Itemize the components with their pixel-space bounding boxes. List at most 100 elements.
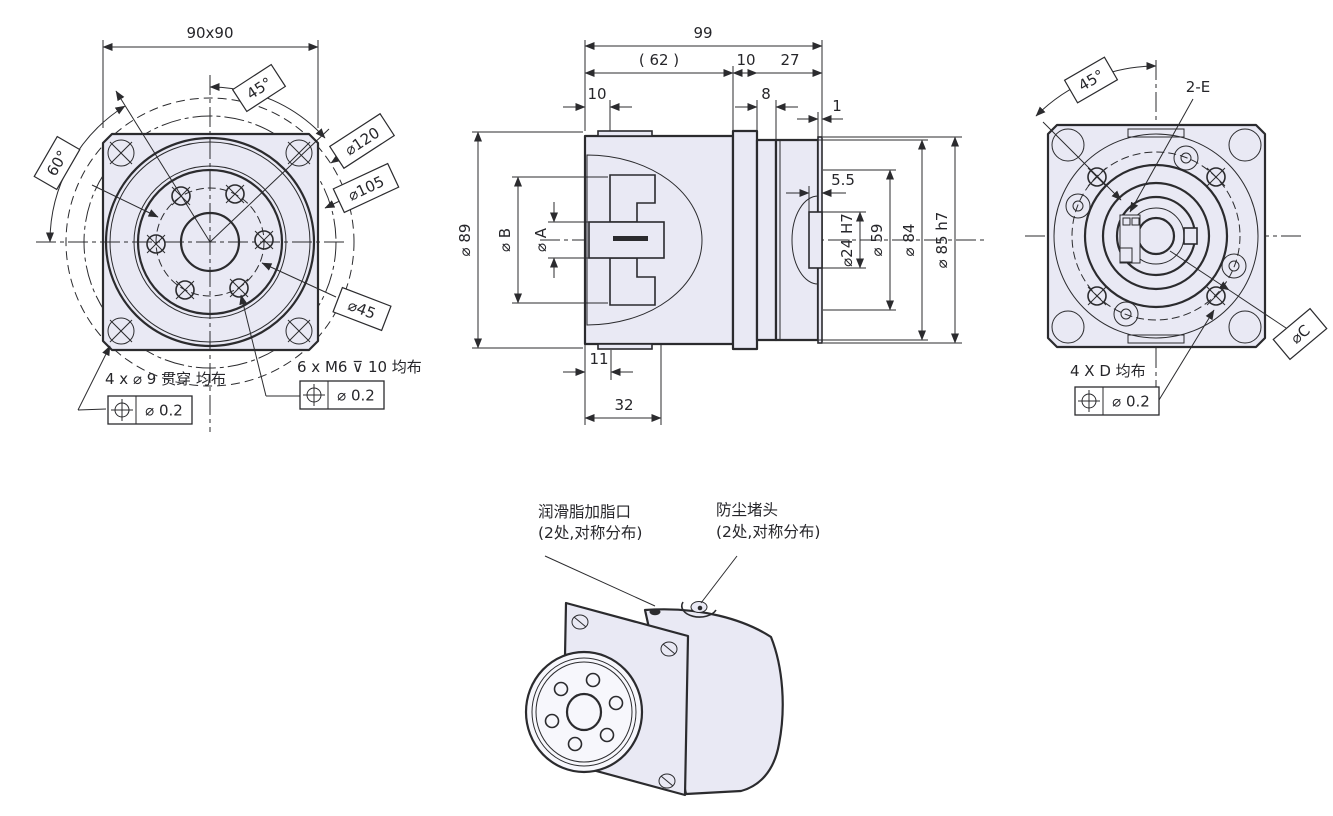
fcf-d-holes: ⌀ 0.2 [1074,386,1160,416]
label-2e: 2-E [1186,78,1210,96]
position-tolerance-icon [303,384,325,406]
section-hatch-rear [791,195,819,285]
fcf-through-holes: ⌀ 0.2 [107,395,193,425]
key-slot [613,236,648,241]
dim-d24: ⌀24 H7 [838,213,856,267]
iso-disc-ring2 [535,661,633,763]
position-tolerance-icon [111,399,133,421]
fcf-tapped-value: ⌀ 0.2 [337,387,375,405]
rear-flange-square [1046,123,1267,349]
tapped-holes-callout: 6 x M6 ⊽ 10 均布 ⌀ 0.2 [239,294,422,410]
dim-5-5-text: 5.5 [831,171,855,189]
top-slot-tab [1127,128,1185,138]
dim-10-flange: 10 [736,51,755,69]
dim-dA: ⌀ A [532,227,550,252]
fcf-tapped-holes: ⌀ 0.2 [299,380,385,410]
tapped-hole [146,234,166,254]
through-holes-callout: 4 x ⌀ 9 贯穿 均布 ⌀ 0.2 [77,345,226,425]
plug-callout: 防尘堵头 (2处,对称分布) [700,501,820,604]
fcf-through-value: ⌀ 0.2 [145,402,183,420]
dims-left: ⌀ 89 ⌀ B ⌀ A [456,131,608,349]
callout-2e: 2-E [1129,78,1210,213]
tapped-hole [229,278,249,298]
d-holes-callout: 4 X D 均布 ⌀ 0.2 [1070,309,1215,416]
dim-dia120: ⌀120 [328,112,396,170]
dims-top: 99 ( 62 ) 10 27 10 8 1 [563,24,843,140]
grease-port-dot [649,608,661,616]
bottom-slot-tab [1127,334,1185,344]
rear-dim-45deg: 45° [1035,56,1157,201]
input-bore [808,211,823,269]
d-hole [1221,253,1247,279]
position-tolerance-icon [1078,390,1100,412]
keyway [1183,227,1198,245]
dim-99: 99 [693,24,712,42]
rear-corner-hole [1228,128,1262,162]
fcf-d-value: ⌀ 0.2 [1112,393,1150,411]
rear-corner-hole [1228,310,1262,344]
d-hole [1113,301,1139,327]
plug-label-line1: 防尘堵头 [716,501,778,519]
dim-1: 1 [832,97,842,115]
dim-5-5: 5.5 [786,171,855,212]
d-holes-note: 4 X D 均布 [1070,362,1146,380]
tapped-hole [254,230,274,250]
grease-label-line1: 润滑脂加脂口 [538,503,631,521]
dim-d84: ⌀ 84 [900,224,918,257]
dim-dia105: ⌀105 [324,162,400,214]
dim-32: 32 [614,396,633,414]
dim-62: ( 62 ) [639,51,679,69]
dim-11: 11 [589,350,608,368]
adapter-section [755,138,778,342]
dim-dia45: ⌀45 [91,184,392,332]
tapped-holes-note: 6 x M6 ⊽ 10 均布 [297,358,422,376]
iso-flange-holes [571,614,678,789]
grease-label-line2: (2处,对称分布) [538,524,642,542]
rear-corner-hole [1051,128,1085,162]
tapped-hole [225,184,245,204]
d-hole [1065,193,1091,219]
rear-recess-circle [1101,181,1211,291]
corner-hole [107,317,135,345]
mounting-flange-ring [731,129,759,351]
dim-dB: ⌀ B [496,228,514,252]
dim-d59: ⌀ 59 [868,224,886,257]
dim-90x90-text: 90x90 [186,24,233,42]
plug-label-line2: (2处,对称分布) [716,523,820,541]
rear-view: 45° 2-E ⌀C 4 X D 均布 ⌀ 0.2 [1025,56,1328,416]
through-holes-note: 4 x ⌀ 9 贯穿 均布 [105,370,226,388]
iso-bolt-holes [544,672,624,752]
dims-bottom: 11 32 [563,344,662,425]
iso-center-bore [565,692,603,732]
iso-view: 润滑脂加脂口 (2处,对称分布) 防尘堵头 (2处,对称分布) [524,501,820,797]
dim-10-front: 10 [587,85,606,103]
iso-front-disc [524,650,644,774]
corner-hole [285,139,313,167]
rear-bolt-circle [1071,151,1241,321]
clamp-screw-detail [1119,214,1141,264]
plug-recess [681,601,717,618]
section-hatch-front [586,154,703,326]
callout-diaC: ⌀C [1169,250,1328,361]
dim-27: 27 [780,51,799,69]
front-view: 90x90 45° 60° ⌀120 ⌀105 [33,24,422,432]
d-hole [1173,145,1199,171]
dim-60deg: 60° [33,90,211,243]
rear-corner-hole [1051,310,1085,344]
section-view: 99 ( 62 ) 10 27 10 8 1 5.5 ⌀ 89 ⌀ B [456,24,985,425]
dim-90x90: 90x90 [102,24,319,128]
set-screw [1087,286,1107,306]
set-screw [1206,167,1226,187]
grease-callout: 润滑脂加脂口 (2处,对称分布) [538,503,656,607]
front-retainer-bottom [597,343,653,350]
dim-8: 8 [761,85,771,103]
rear-body-circle [1053,133,1259,339]
set-screw [1087,167,1107,187]
corner-hole [285,317,313,345]
front-retainer-top [597,130,653,137]
dims-right: ⌀24 H7 ⌀ 59 ⌀ 84 ⌀ 85 h7 [778,136,962,344]
dust-plug-dot [697,605,703,611]
tapped-hole [175,280,195,300]
